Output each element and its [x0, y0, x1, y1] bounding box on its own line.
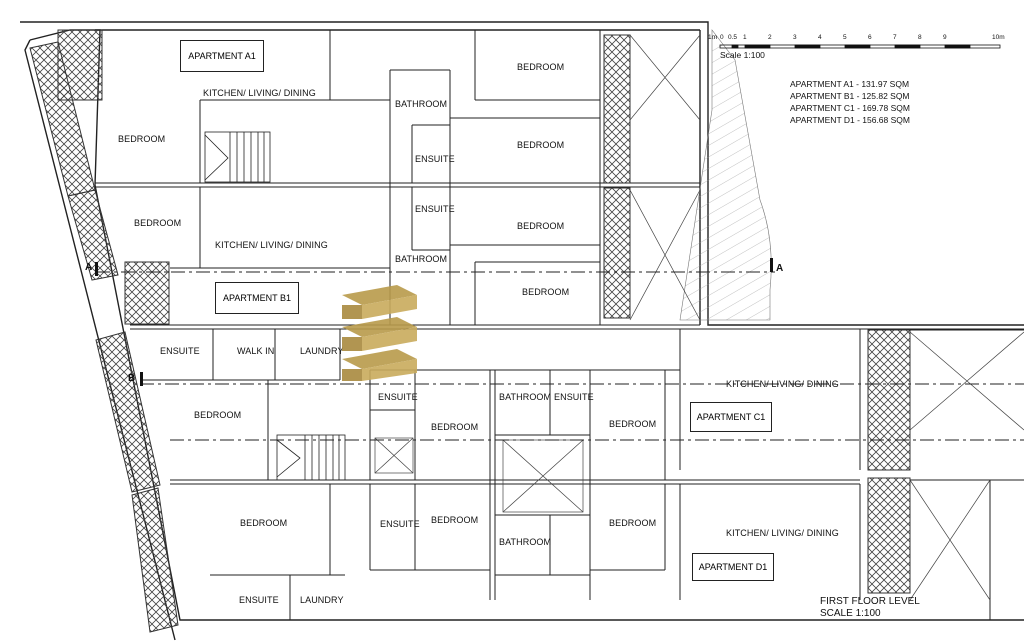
- scale-tick: 5: [843, 34, 847, 41]
- room-label: BEDROOM: [517, 221, 565, 231]
- scale-tick: 0.5: [728, 34, 738, 41]
- area-a1: APARTMENT A1 - 131.97 SQM: [790, 79, 910, 89]
- room-label: KITCHEN/ LIVING/ DINING: [726, 379, 839, 389]
- area-d1: APARTMENT D1 - 156.68 SQM: [790, 115, 910, 125]
- room-label: ENSUITE: [554, 392, 594, 402]
- apartment-a1-label: APARTMENT A1: [180, 40, 264, 72]
- scale-tick: 4: [818, 34, 822, 41]
- room-label: ENSUITE: [380, 519, 420, 529]
- section-a-left: A: [85, 262, 93, 273]
- scale-tick: 0: [720, 34, 724, 41]
- room-label: BEDROOM: [431, 422, 479, 432]
- walls: [95, 30, 1024, 620]
- room-label: BEDROOM: [609, 419, 657, 429]
- scale-bar: [719, 44, 1001, 49]
- facade-piers: [29, 29, 911, 633]
- scale-tick: 9: [943, 34, 947, 41]
- room-label: BATHROOM: [395, 254, 448, 264]
- area-c1: APARTMENT C1 - 169.78 SQM: [790, 103, 910, 113]
- drawing-title-level: FIRST FLOOR LEVEL: [820, 596, 920, 607]
- scale-tick: 2: [768, 34, 772, 41]
- room-label: KITCHEN/ LIVING/ DINING: [726, 528, 839, 538]
- section-lines: [96, 271, 1024, 441]
- scale-tick: 7: [893, 34, 897, 41]
- room-label: BEDROOM: [134, 218, 182, 228]
- room-label: ENSUITE: [378, 392, 418, 402]
- section-a-right: A: [776, 263, 784, 274]
- apartment-c1-label: APARTMENT C1: [690, 402, 772, 432]
- stairs: [204, 131, 346, 481]
- room-label: BATHROOM: [499, 537, 552, 547]
- watermark-logo: [342, 285, 417, 381]
- area-schedule: APARTMENT A1 - 131.97 SQM APARTMENT B1 -…: [790, 78, 910, 126]
- room-label: ENSUITE: [415, 204, 455, 214]
- room-label: BEDROOM: [431, 515, 479, 525]
- room-label: ENSUITE: [415, 154, 455, 164]
- scale-tick: 3: [793, 34, 797, 41]
- apartment-d1-label: APARTMENT D1: [692, 553, 774, 581]
- room-label: WALK IN: [237, 346, 275, 356]
- scale-title: Scale 1:100: [720, 50, 765, 60]
- room-label: LAUNDRY: [300, 346, 344, 356]
- section-b-left: B: [128, 373, 136, 384]
- room-label: KITCHEN/ LIVING/ DINING: [203, 88, 316, 98]
- scale-bar-labels: 1m 0 0.5 1 2 3 4 5 6 7 8 9 10m Scale 1:1…: [708, 34, 1018, 64]
- room-label: BEDROOM: [522, 287, 570, 297]
- room-label: LAUNDRY: [300, 595, 344, 605]
- room-label: BATHROOM: [499, 392, 552, 402]
- drawing-title: FIRST FLOOR LEVEL SCALE 1:100: [820, 596, 920, 620]
- drawing-title-scale: SCALE 1:100: [820, 608, 881, 619]
- terrain-area: [679, 29, 772, 321]
- scale-tick: 1: [743, 34, 747, 41]
- room-label: ENSUITE: [160, 346, 200, 356]
- room-label: BEDROOM: [609, 518, 657, 528]
- room-label: ENSUITE: [239, 595, 279, 605]
- scale-tick: 10m: [992, 34, 1005, 41]
- lift-shafts: [374, 34, 1024, 601]
- section-markers: [95, 258, 773, 386]
- room-label: BEDROOM: [194, 410, 242, 420]
- room-label: BEDROOM: [118, 134, 166, 144]
- room-label: BATHROOM: [395, 99, 448, 109]
- room-label: BEDROOM: [517, 140, 565, 150]
- area-b1: APARTMENT B1 - 125.82 SQM: [790, 91, 910, 101]
- room-label: BEDROOM: [517, 62, 565, 72]
- room-label: KITCHEN/ LIVING/ DINING: [215, 240, 328, 250]
- scale-tick: 8: [918, 34, 922, 41]
- scale-tick: 6: [868, 34, 872, 41]
- apartment-b1-label: APARTMENT B1: [215, 282, 299, 314]
- room-label: BEDROOM: [240, 518, 288, 528]
- scale-tick: 1m: [708, 34, 718, 41]
